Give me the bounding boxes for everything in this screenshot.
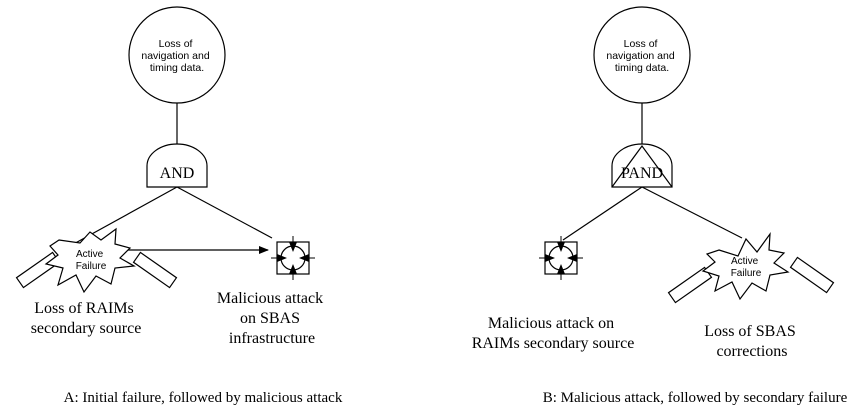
pipe-segment-left xyxy=(667,266,713,304)
right-event-label-a: Malicious attack on SBAS infrastructure xyxy=(217,290,327,347)
pipe-segment-left xyxy=(15,251,61,289)
caption-b: B: Malicious attack, followed by seconda… xyxy=(543,390,848,406)
and-gate-a xyxy=(146,143,208,188)
pipe-segment-right xyxy=(789,256,835,294)
caption-a: A: Initial failure, followed by maliciou… xyxy=(64,390,343,406)
pand-gate-triangle xyxy=(611,144,673,188)
pipe-segment-right xyxy=(132,251,178,289)
gate-label-a: AND xyxy=(160,165,195,182)
active-failure-label-b: Active Failure xyxy=(731,256,762,279)
left-event-label-a: Loss of RAIMs secondary source xyxy=(31,300,142,337)
right-event-label-b: Loss of SBAS corrections xyxy=(704,323,800,360)
gate-label-b: PAND xyxy=(621,165,663,182)
left-event-label-b: Malicious attack on RAIMs secondary sour… xyxy=(472,315,635,352)
diagram-b: Loss of navigation and timing data. PAND… xyxy=(472,6,848,406)
pand-gate-b xyxy=(611,143,673,188)
active-failure-label-a: Active Failure xyxy=(76,249,107,272)
active-failure-a: Active Failure xyxy=(15,227,178,294)
branch-line-left-b xyxy=(562,186,643,241)
diagram-a: Loss of navigation and timing data. AND … xyxy=(15,6,343,406)
top-event-text-a: Loss of navigation and timing data. xyxy=(141,38,212,74)
top-event-text-b: Loss of navigation and timing data. xyxy=(606,38,677,74)
branch-line-right-b xyxy=(641,186,743,239)
branch-line-right-a xyxy=(176,186,273,239)
attack-symbol-b xyxy=(539,236,583,280)
active-failure-burst-a xyxy=(44,227,136,294)
active-failure-burst-b xyxy=(701,231,790,301)
attack-symbol-a xyxy=(271,236,315,280)
active-failure-b: Active Failure xyxy=(667,231,835,304)
